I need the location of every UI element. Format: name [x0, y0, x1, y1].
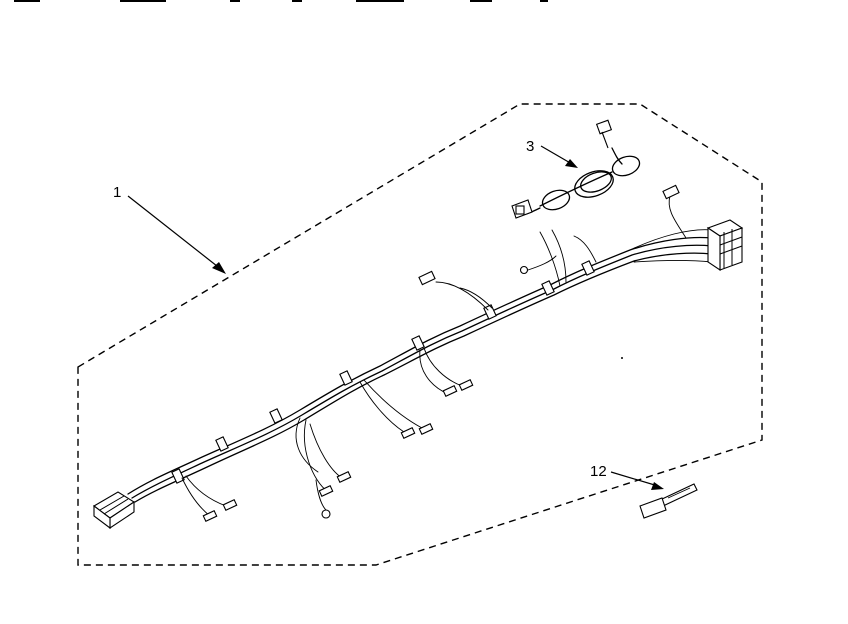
- wire-tie: [639, 483, 698, 519]
- callout-1: 1: [113, 184, 226, 274]
- header-fragment: [14, 0, 548, 2]
- main-harness: [127, 229, 713, 503]
- harness-clips: [171, 260, 595, 484]
- callout-3-label: 3: [526, 138, 534, 155]
- kit-boundary: [77, 103, 763, 566]
- branch-leads: [181, 184, 687, 522]
- left-connector: [93, 491, 136, 530]
- callout-1-label: 1: [113, 184, 121, 201]
- callout-12: 12: [590, 463, 664, 490]
- coiled-cord: [511, 119, 641, 219]
- callout-3: 3: [526, 138, 578, 168]
- right-connector: [706, 219, 744, 272]
- stray-dot: [621, 357, 623, 359]
- callout-12-label: 12: [590, 463, 607, 480]
